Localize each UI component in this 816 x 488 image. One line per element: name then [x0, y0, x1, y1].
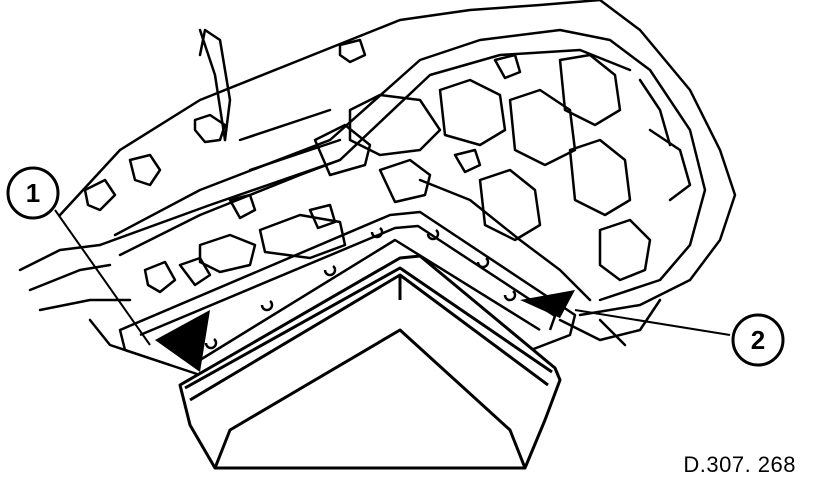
figure-reference-code: D.307. 268	[683, 452, 796, 477]
oil-pan-gasket-flange	[118, 210, 577, 387]
oil-pan	[178, 254, 562, 470]
callout-2-label: 2	[751, 325, 765, 355]
callout-2: 2	[574, 309, 785, 367]
pointer-arrows	[155, 290, 575, 372]
callout-1-label: 1	[26, 178, 40, 208]
callout-1: 1	[6, 166, 151, 346]
callout-2-circle	[731, 313, 785, 367]
arrow-left	[155, 310, 210, 372]
transmission-casing	[18, 0, 737, 367]
callout-1-circle	[6, 166, 60, 220]
arrow-right	[520, 290, 575, 318]
gasket-bolt-marks	[204, 227, 517, 350]
